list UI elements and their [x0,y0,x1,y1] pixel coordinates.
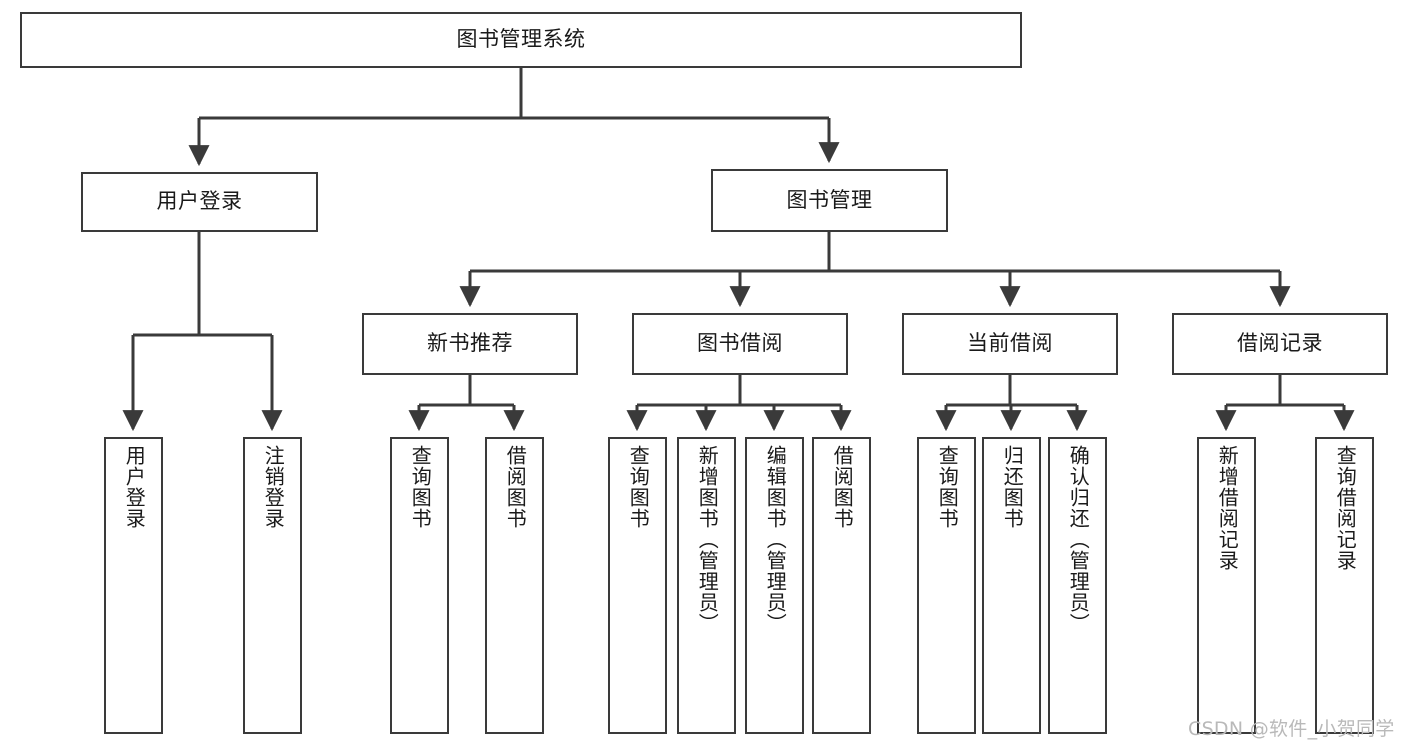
node-root-label: 图书管理系统 [456,27,586,52]
node-current-borrow-label: 当前借阅 [967,331,1053,356]
node-leaf-query-book-3[interactable]: 查询图书 [917,437,976,734]
node-leaf-confirm-return[interactable]: 确认归还（管理员） [1048,437,1107,734]
node-leaf-confirm-return-label: 确认归还（管理员） [1066,445,1091,634]
node-leaf-query-book-1-label: 查询图书 [408,445,433,529]
node-new-book-recommend[interactable]: 新书推荐 [362,313,578,375]
node-leaf-query-record-label: 查询借阅记录 [1333,445,1358,571]
node-leaf-edit-book[interactable]: 编辑图书（管理员） [745,437,804,734]
node-user-login[interactable]: 用户登录 [81,172,318,232]
node-root[interactable]: 图书管理系统 [20,12,1022,68]
node-leaf-user-logout-label: 注销登录 [261,445,286,529]
node-leaf-query-book-2-label: 查询图书 [626,445,651,529]
node-leaf-borrow-book-1[interactable]: 借阅图书 [485,437,544,734]
node-leaf-user-login-label: 用户登录 [122,445,147,529]
node-leaf-add-record[interactable]: 新增借阅记录 [1197,437,1256,734]
node-book-borrow[interactable]: 图书借阅 [632,313,848,375]
node-book-management-label: 图书管理 [786,187,873,212]
node-leaf-borrow-book-1-label: 借阅图书 [503,445,528,529]
node-leaf-add-book-label: 新增图书（管理员） [695,445,720,634]
node-leaf-borrow-book-2-label: 借阅图书 [830,445,855,529]
node-user-login-label: 用户登录 [156,189,243,214]
node-leaf-add-book[interactable]: 新增图书（管理员） [677,437,736,734]
node-leaf-borrow-book-2[interactable]: 借阅图书 [812,437,871,734]
node-leaf-return-book[interactable]: 归还图书 [982,437,1041,734]
node-new-book-recommend-label: 新书推荐 [427,331,513,356]
node-leaf-query-book-1[interactable]: 查询图书 [390,437,449,734]
node-leaf-query-record[interactable]: 查询借阅记录 [1315,437,1374,734]
node-current-borrow[interactable]: 当前借阅 [902,313,1118,375]
node-leaf-user-login[interactable]: 用户登录 [104,437,163,734]
node-leaf-edit-book-label: 编辑图书（管理员） [763,445,788,634]
node-borrow-record[interactable]: 借阅记录 [1172,313,1388,375]
node-borrow-record-label: 借阅记录 [1237,331,1323,356]
node-leaf-add-record-label: 新增借阅记录 [1215,445,1240,571]
node-leaf-user-logout[interactable]: 注销登录 [243,437,302,734]
node-leaf-query-book-3-label: 查询图书 [935,445,960,529]
node-leaf-return-book-label: 归还图书 [1000,445,1025,529]
node-leaf-query-book-2[interactable]: 查询图书 [608,437,667,734]
node-book-borrow-label: 图书借阅 [697,331,783,356]
node-book-management[interactable]: 图书管理 [711,169,948,232]
